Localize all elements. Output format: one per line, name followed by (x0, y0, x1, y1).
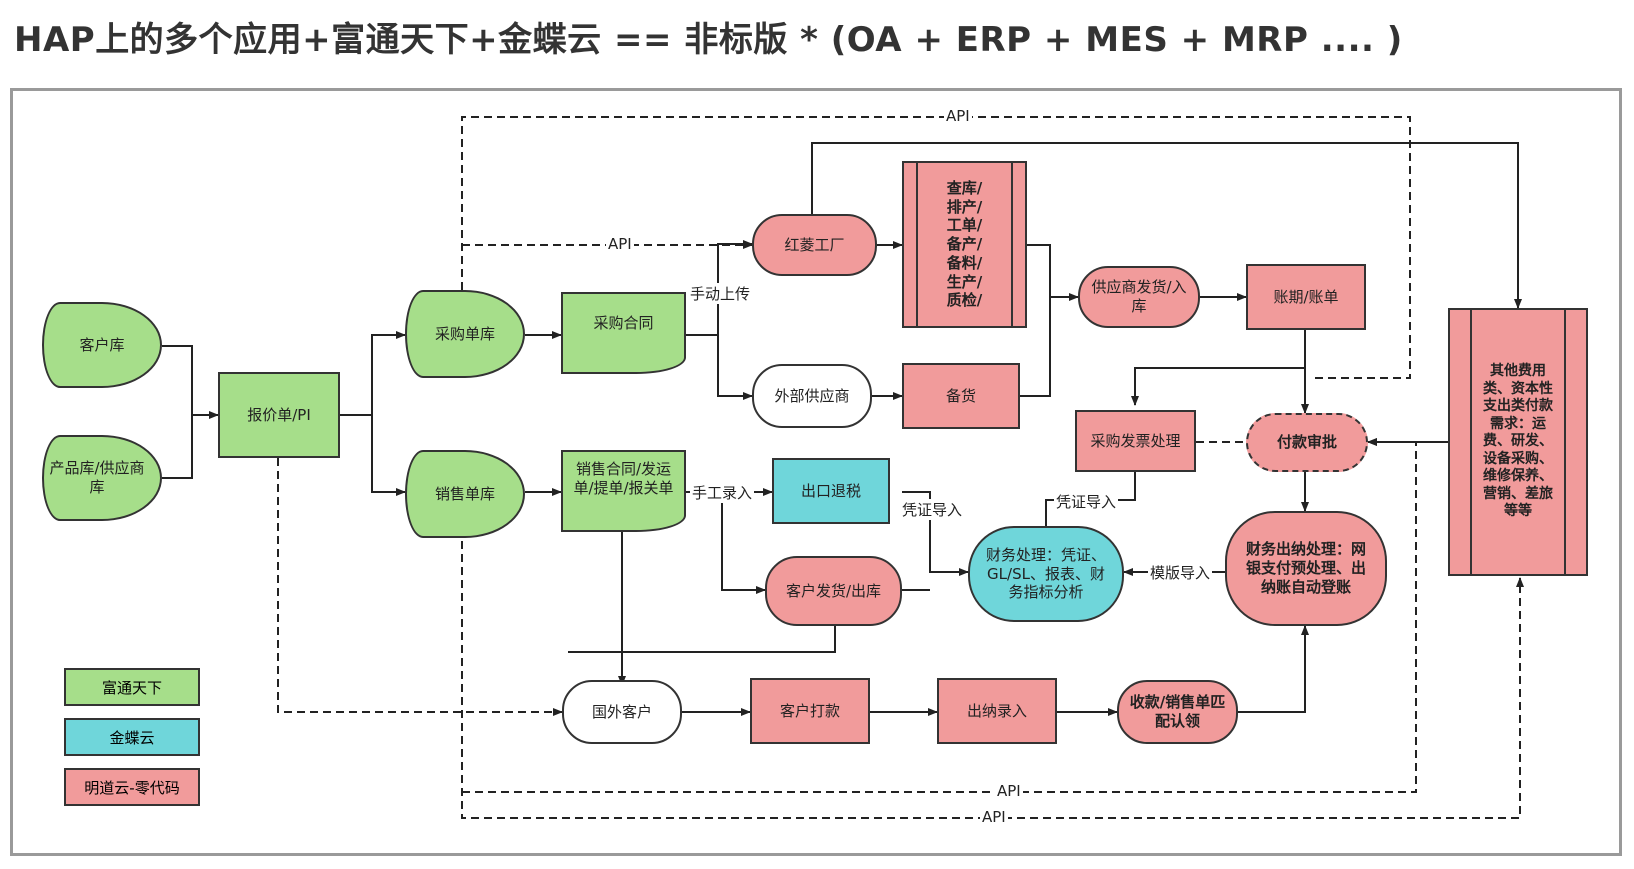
sales-db: 销售单库 (405, 450, 525, 538)
label-template-import: 模版导入 (1148, 562, 1213, 583)
cashier-entry: 出纳录入 (937, 678, 1057, 744)
foreign-customer: 国外客户 (562, 680, 682, 744)
label-manual-entry: 手工录入 (690, 482, 755, 503)
purchase-db-label: 采购单库 (434, 324, 495, 343)
page-title: HAP上的多个应用+富通天下+金蝶云 == 非标版 * (OA + ERP + … (14, 20, 1403, 60)
customer-payment-label: 客户打款 (779, 701, 840, 720)
hongling-factory: 红菱工厂 (752, 214, 877, 276)
finance-processing-label: 财务处理：凭证、GL/SL、报表、财务指标分析 (985, 545, 1106, 602)
customer-ship-label: 客户发货/出库 (785, 581, 882, 600)
label-api-bottom-1: API (995, 782, 1023, 800)
label-voucher-import-1: 凭证导入 (900, 499, 965, 520)
customer-db: 客户库 (42, 302, 162, 388)
cashier-processing-label: 财务出纳处理：网银支付预处理、出纳账自动登账 (1245, 540, 1366, 596)
legend-kingdee: 金蝶云 (64, 718, 200, 756)
purchase-contract-label: 采购合同 (593, 314, 654, 332)
purchase-invoice-label: 采购发票处理 (1090, 431, 1181, 450)
customer-db-label: 客户库 (79, 335, 125, 354)
product-db-label: 产品库/供应商库 (49, 459, 145, 496)
payment-approval-label: 付款审批 (1276, 433, 1337, 452)
legend-mingdao: 明道云-零代码 (64, 768, 200, 806)
purchase-db: 采购单库 (405, 290, 525, 378)
sales-contract-label: 销售合同/发运单/提单/报关单 (573, 460, 674, 497)
stock-prep: 备货 (902, 363, 1020, 429)
other-expense-label: 其他费用类、资本性支出类付款需求：运费、研发、设备采购、维修保养、营销、差旅等等 (1483, 363, 1553, 520)
legend-kingdee-label: 金蝶云 (109, 728, 155, 747)
label-manual-upload: 手动上传 (688, 283, 753, 304)
payment-approval: 付款审批 (1246, 413, 1368, 472)
legend-mingdao-label: 明道云-零代码 (84, 778, 180, 797)
legend-futong: 富通天下 (64, 668, 200, 706)
sales-contract: 销售合同/发运单/提单/报关单 (561, 450, 686, 532)
other-expense-bar-right (1564, 308, 1566, 576)
customer-payment: 客户打款 (750, 678, 870, 744)
other-expense-bar-left (1470, 308, 1472, 576)
label-voucher-import-2: 凭证导入 (1054, 491, 1119, 512)
label-api-bottom-2: API (980, 808, 1008, 826)
supplier-ship-label: 供应商发货/入库 (1091, 278, 1187, 315)
factory-process-bar-left (916, 161, 918, 328)
receipt-match-label: 收款/销售单匹配认领 (1129, 693, 1226, 730)
other-expense: 其他费用类、资本性支出类付款需求：运费、研发、设备采购、维修保养、营销、差旅等等 (1448, 308, 1588, 576)
cashier-entry-label: 出纳录入 (966, 701, 1027, 720)
supplier-ship: 供应商发货/入库 (1078, 266, 1200, 328)
foreign-customer-label: 国外客户 (591, 702, 652, 721)
customer-ship: 客户发货/出库 (765, 556, 902, 626)
purchase-contract: 采购合同 (561, 292, 686, 374)
quote-label: 报价单/PI (247, 405, 311, 424)
purchase-invoice: 采购发票处理 (1075, 410, 1196, 472)
account-period-label: 账期/账单 (1273, 287, 1339, 306)
quote-node: 报价单/PI (218, 372, 340, 458)
external-supplier-label: 外部供应商 (774, 386, 850, 405)
finance-processing: 财务处理：凭证、GL/SL、报表、财务指标分析 (968, 526, 1124, 622)
legend-futong-label: 富通天下 (101, 678, 162, 697)
factory-process: 查库/排产/工单/备产/备料/生产/质检/ (902, 161, 1027, 328)
export-tax: 出口退税 (772, 458, 890, 524)
product-db: 产品库/供应商库 (42, 435, 162, 521)
receipt-match: 收款/销售单匹配认领 (1117, 680, 1238, 744)
label-api-top: API (944, 107, 972, 125)
factory-process-label: 查库/排产/工单/备产/备料/生产/质检/ (946, 178, 983, 310)
account-period: 账期/账单 (1246, 264, 1366, 330)
stock-prep-label: 备货 (945, 386, 976, 405)
sales-db-label: 销售单库 (434, 484, 495, 503)
factory-process-bar-right (1011, 161, 1013, 328)
external-supplier: 外部供应商 (752, 364, 872, 428)
cashier-processing: 财务出纳处理：网银支付预处理、出纳账自动登账 (1225, 511, 1387, 626)
export-tax-label: 出口退税 (800, 481, 861, 500)
hongling-label: 红菱工厂 (784, 235, 845, 254)
label-api-mid: API (606, 235, 634, 253)
